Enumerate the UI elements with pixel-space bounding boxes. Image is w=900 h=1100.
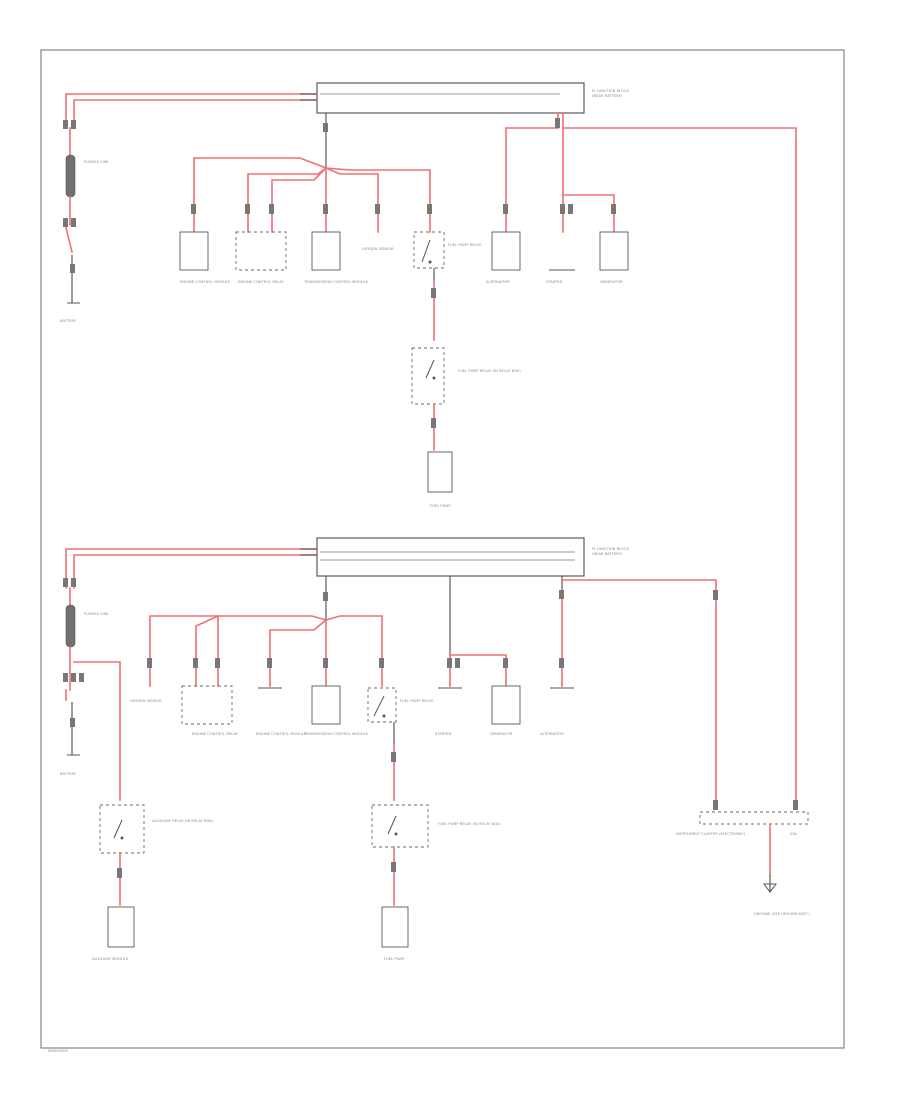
oxygen-sensor-top-label: OXYGEN SENSOR — [362, 247, 394, 251]
engine-control-relay-top — [235, 231, 287, 271]
instrument-cluster — [699, 811, 809, 825]
bottom-circuit: FL JUNCTION BLOCK (NEAR BATTERY) FUSIBLE… — [60, 537, 810, 961]
fusible-link-bottom — [65, 604, 76, 648]
diagram-frame — [40, 49, 845, 1049]
oxygen-sensor-bottom-label: OXYGEN SENSOR — [130, 699, 162, 703]
fuel-pump-bottom — [381, 906, 409, 948]
fuse-block-top-label: FL JUNCTION BLOCK — [592, 89, 629, 93]
aux-relay-label: AUXILIARY RELAY (IN RELAY BOX) — [152, 819, 214, 823]
generator-bottom — [491, 685, 521, 725]
fuse-block-bottom-sublabel: (NEAR BATTERY) — [592, 552, 623, 556]
relay-box-top — [411, 347, 445, 405]
trans-control-bottom — [311, 685, 341, 725]
fusible-link-bottom-label: FUSIBLE LINK — [84, 612, 109, 616]
footer-code: W0000000 — [48, 1049, 69, 1053]
engine-control-relay-bottom — [181, 685, 233, 725]
fuse-block-bottom — [316, 537, 585, 577]
ground-icon — [763, 883, 777, 893]
battery-bottom-label: BATTERY — [60, 772, 77, 776]
instrument-cluster-label: INSTRUMENT CLUSTER (ELECTRONIC) — [676, 832, 746, 836]
generator-top — [599, 231, 629, 271]
engine-control-top-label: ENGINE CONTROL MODULE — [180, 280, 231, 284]
top-circuit: FL JUNCTION BLOCK (NEAR BATTERY) FUSIBLE… — [60, 82, 797, 801]
engine-control-relay-bottom-label: ENGINE CONTROL RELAY — [192, 732, 239, 736]
engine-control-top — [179, 231, 209, 271]
fuel-relay-bottom — [367, 687, 397, 723]
fuel-pump-top-label: FUEL PUMP — [430, 504, 451, 508]
fuse-block-bottom-label: FL JUNCTION BLOCK — [592, 547, 629, 551]
relay-box-top-label: FUEL PUMP RELAY (IN RELAY BOX) — [458, 369, 521, 373]
ign-label: IGN — [790, 832, 797, 836]
relay-box-top-switch-icon — [425, 359, 435, 379]
trans-control-top-label: TRANSMISSION CONTROL MODULE — [303, 280, 369, 284]
starter-bottom-label: STARTER — [435, 732, 452, 736]
alternator-top-label: ALTERNATOR — [486, 280, 510, 284]
relay-box-bottom — [371, 804, 429, 848]
fusible-link-top — [65, 154, 76, 198]
generator-top-label: GENERATOR — [600, 280, 623, 284]
fusible-link-top-label: FUSIBLE LINK — [84, 160, 109, 164]
fuel-pump-bottom-label: FUEL PUMP — [384, 957, 405, 961]
battery-top-label: BATTERY — [60, 319, 77, 323]
relay-box-bottom-switch-icon — [387, 815, 397, 835]
aux-relay — [99, 804, 145, 854]
aux-relay-switch-icon — [113, 819, 123, 839]
fuel-relay-bottom-switch-icon — [373, 695, 385, 717]
engine-control-relay-top-label: ENGINE CONTROL RELAY — [238, 280, 285, 284]
fuel-relay-top — [413, 231, 445, 269]
aux-component-label: AUXILIARY MODULE — [92, 957, 129, 961]
fuel-relay-top-label: FUEL PUMP RELAY — [448, 243, 482, 247]
fuse-block-top-sublabel: (NEAR BATTERY) — [592, 94, 623, 98]
fuse-block-top — [316, 82, 585, 114]
alternator-bottom-label: ALTERNATOR — [540, 732, 564, 736]
fuel-relay-bottom-label: FUEL PUMP RELAY — [400, 699, 434, 703]
relay-box-bottom-label: FUEL PUMP RELAY (IN RELAY BOX) — [438, 822, 501, 826]
fuel-pump-top — [427, 451, 453, 493]
ground-label: GROUND (SEE GROUND DIST.) — [754, 912, 810, 916]
generator-bottom-label: GENERATOR — [490, 732, 513, 736]
engine-control-bottom-label: ENGINE CONTROL MODULE — [256, 732, 307, 736]
fuel-relay-top-switch-icon — [421, 239, 431, 263]
aux-component — [107, 906, 135, 948]
alternator-top — [491, 231, 521, 271]
starter-top-label: STARTER — [546, 280, 563, 284]
trans-control-top — [311, 231, 341, 271]
trans-control-bottom-label: TRANSMISSION CONTROL MODULE — [303, 732, 369, 736]
